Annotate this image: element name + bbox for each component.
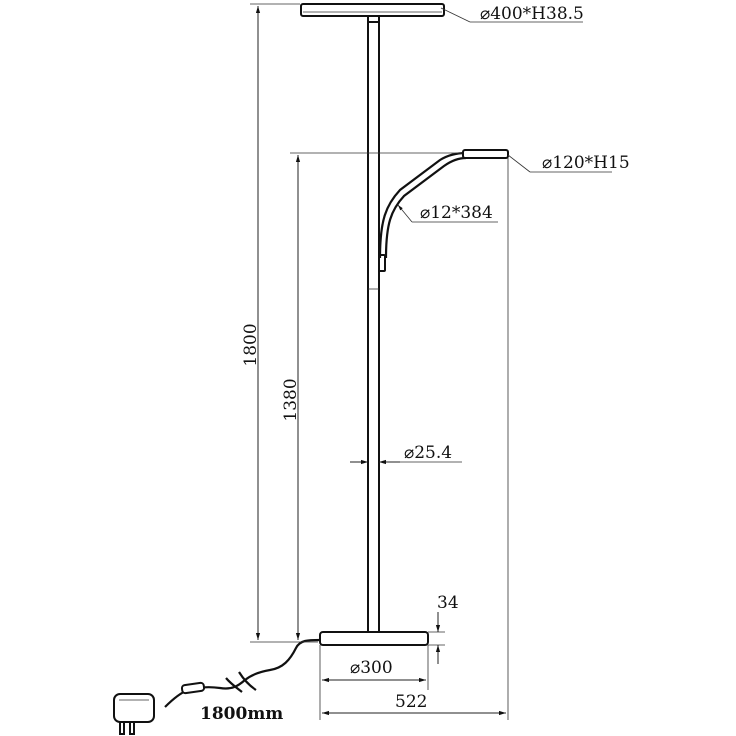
- lamp-top-shade: [300, 3, 445, 17]
- round-base: [319, 631, 429, 646]
- flexible-reading-arm: [378, 151, 467, 259]
- cable-connector: [180, 681, 206, 695]
- total-height-label: 1800: [241, 323, 261, 366]
- top-shade-label: ⌀400*H38.5: [480, 4, 584, 24]
- dimmer-switch: [378, 254, 386, 272]
- base-spread-label: 522: [395, 692, 427, 712]
- pole-diameter-label: ⌀25.4: [404, 443, 452, 463]
- lamp-pole: [367, 21, 380, 633]
- power-adapter-plug: [113, 693, 155, 723]
- cable-length-label: 1800mm: [200, 704, 283, 724]
- reading-lamp-head: [462, 149, 509, 159]
- flex-arm-label: ⌀12*384: [420, 203, 493, 223]
- power-cable: [164, 638, 321, 708]
- arm-height-label: 1380: [281, 378, 301, 421]
- reading-head-label: ⌀120*H15: [542, 153, 630, 173]
- base-diameter-label: ⌀300: [350, 658, 393, 678]
- base-thickness-label: 34: [437, 593, 459, 613]
